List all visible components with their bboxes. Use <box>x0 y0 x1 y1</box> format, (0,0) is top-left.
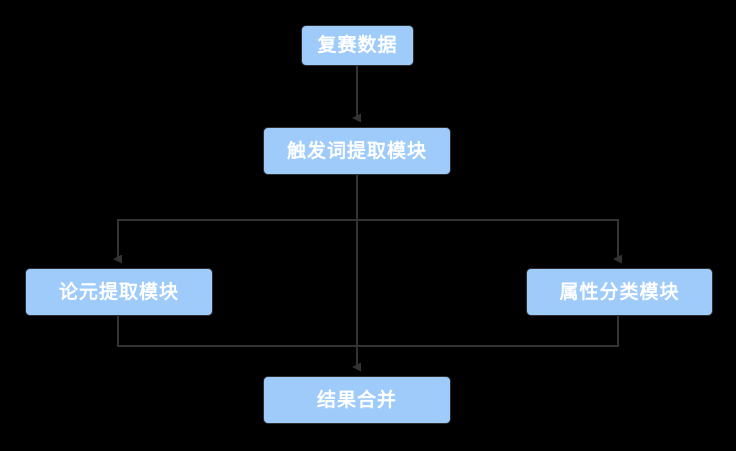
node-trigger-extraction-label: 触发词提取模块 <box>286 139 427 162</box>
node-trigger-extraction[interactable]: 触发词提取模块 <box>263 127 451 175</box>
node-data[interactable]: 复赛数据 <box>301 25 414 66</box>
node-data-label: 复赛数据 <box>317 34 398 56</box>
node-result-merge[interactable]: 结果合并 <box>263 376 451 424</box>
node-attribute-classification-label: 属性分类模块 <box>559 280 680 303</box>
edge-branches-to-merge <box>117 175 619 372</box>
node-attribute-classification[interactable]: 属性分类模块 <box>526 268 713 316</box>
node-argument-extraction-label: 论元提取模块 <box>58 280 179 303</box>
edge-trigger-split <box>113 175 622 264</box>
node-argument-extraction[interactable]: 论元提取模块 <box>25 268 213 316</box>
node-result-merge-label: 结果合并 <box>316 388 397 411</box>
